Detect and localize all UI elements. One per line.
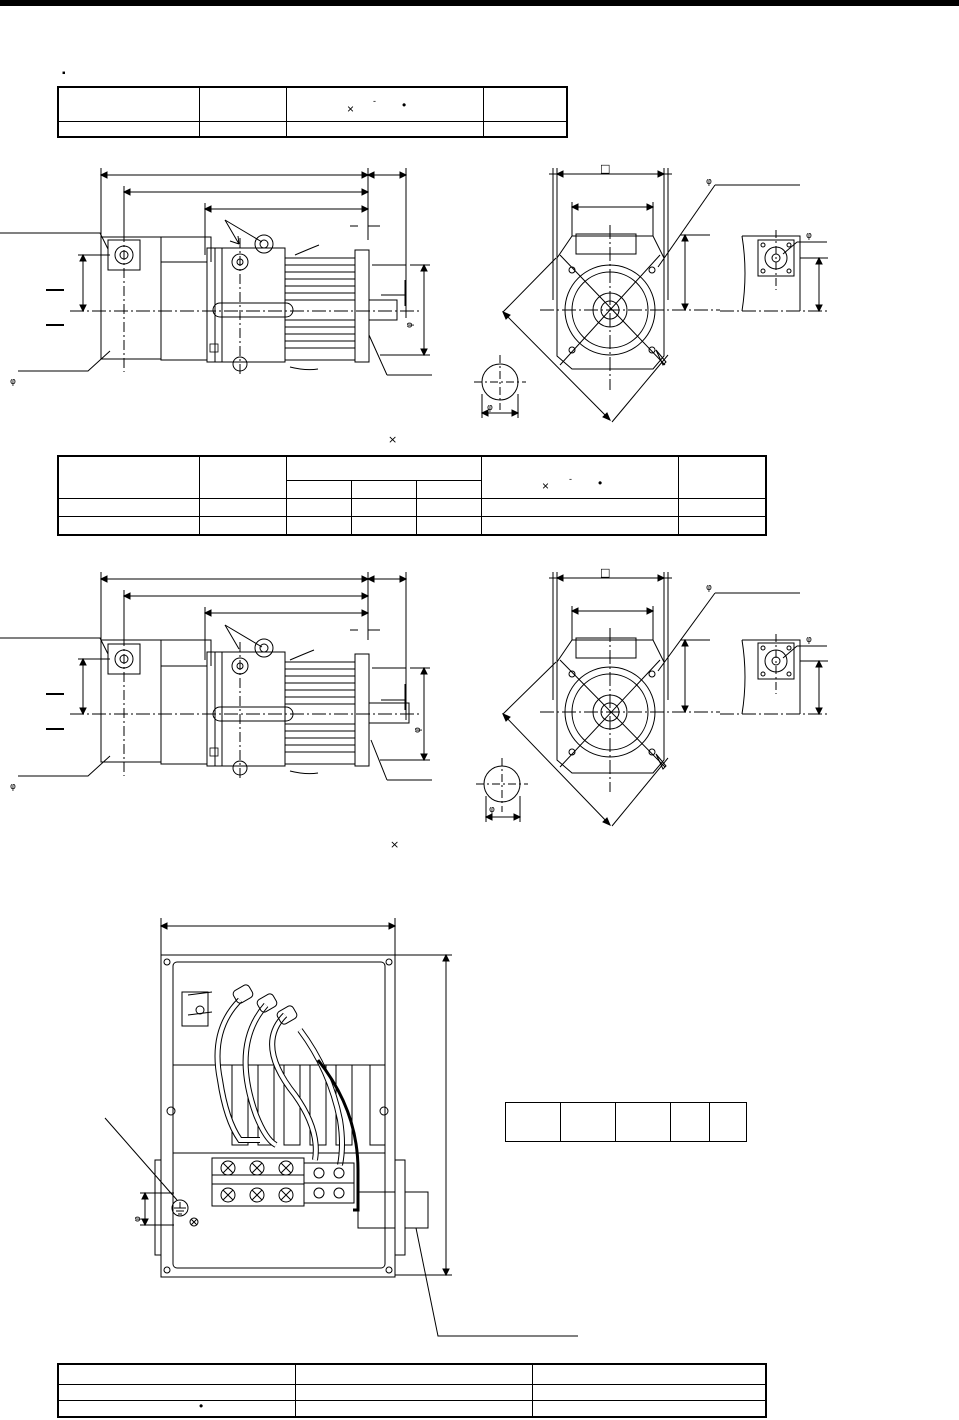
small-table-cell xyxy=(615,1102,671,1142)
times-symbol: × xyxy=(347,102,355,116)
spec-table-4-cell xyxy=(532,1399,767,1418)
times-note: × xyxy=(390,838,399,851)
motor-front-view-1: □ φ φ xyxy=(474,162,800,423)
spec-table-2-cell xyxy=(57,455,200,500)
phi-label: φ xyxy=(489,805,495,815)
terminal-box-drawing: φ xyxy=(104,918,578,1337)
square-label: □ xyxy=(600,566,610,579)
spec-table-1-formula-cell: × - • xyxy=(286,86,484,122)
dash-symbol: - xyxy=(373,96,376,106)
phi-label: φ xyxy=(806,635,812,645)
dot-symbol: • xyxy=(199,1398,204,1413)
terminal-small-table xyxy=(505,1102,747,1142)
spec-table-4-cell xyxy=(295,1399,533,1418)
phi-label: φ xyxy=(405,322,415,328)
small-table-cell xyxy=(670,1102,710,1142)
small-table-cell xyxy=(709,1102,747,1142)
spec-table-1-cell xyxy=(199,86,287,122)
times-symbol: × xyxy=(542,479,550,493)
spec-table-4: • xyxy=(57,1363,767,1418)
connector-detail-2: φ xyxy=(720,634,830,716)
spec-table-4-cell: • xyxy=(57,1398,296,1418)
motor-side-view-1: φ φ xyxy=(0,168,432,387)
connector-detail-1: φ xyxy=(720,230,830,313)
small-table-cell xyxy=(505,1102,561,1142)
motor-front-view-2: □ φ φ xyxy=(476,566,800,827)
spec-table-1: × - • xyxy=(57,86,568,138)
section-bullet: ▪ xyxy=(62,68,66,79)
phi-label: φ xyxy=(413,727,423,733)
spec-table-2-cell xyxy=(678,455,767,500)
phi-label: φ xyxy=(806,231,812,241)
spec-table-1-cell xyxy=(483,86,568,122)
motor-side-view-2: φ φ xyxy=(0,572,432,792)
phi-label: φ xyxy=(10,377,16,387)
times-note: × xyxy=(388,433,397,446)
phi-label: φ xyxy=(706,583,712,593)
spec-table-2-cell xyxy=(678,516,767,536)
dash-symbol: - xyxy=(569,474,572,484)
spec-table-1-cell xyxy=(286,120,484,138)
spec-table-2-formula-cell: × - • xyxy=(481,455,679,500)
phi-label: φ xyxy=(487,403,493,413)
phi-label: φ xyxy=(706,177,712,187)
spec-table-1-cell xyxy=(57,86,200,122)
square-label: □ xyxy=(600,162,610,175)
top-rule xyxy=(0,0,959,6)
dot-symbol: • xyxy=(598,476,603,490)
spec-table-2-cell xyxy=(481,516,679,536)
phi-label: φ xyxy=(10,782,16,792)
phi-label: φ xyxy=(133,1216,143,1222)
dot-symbol: • xyxy=(402,98,407,112)
spec-table-2: × - • xyxy=(57,455,767,536)
spec-table-1-cell xyxy=(483,120,568,138)
spec-table-2-group-header xyxy=(286,455,482,481)
